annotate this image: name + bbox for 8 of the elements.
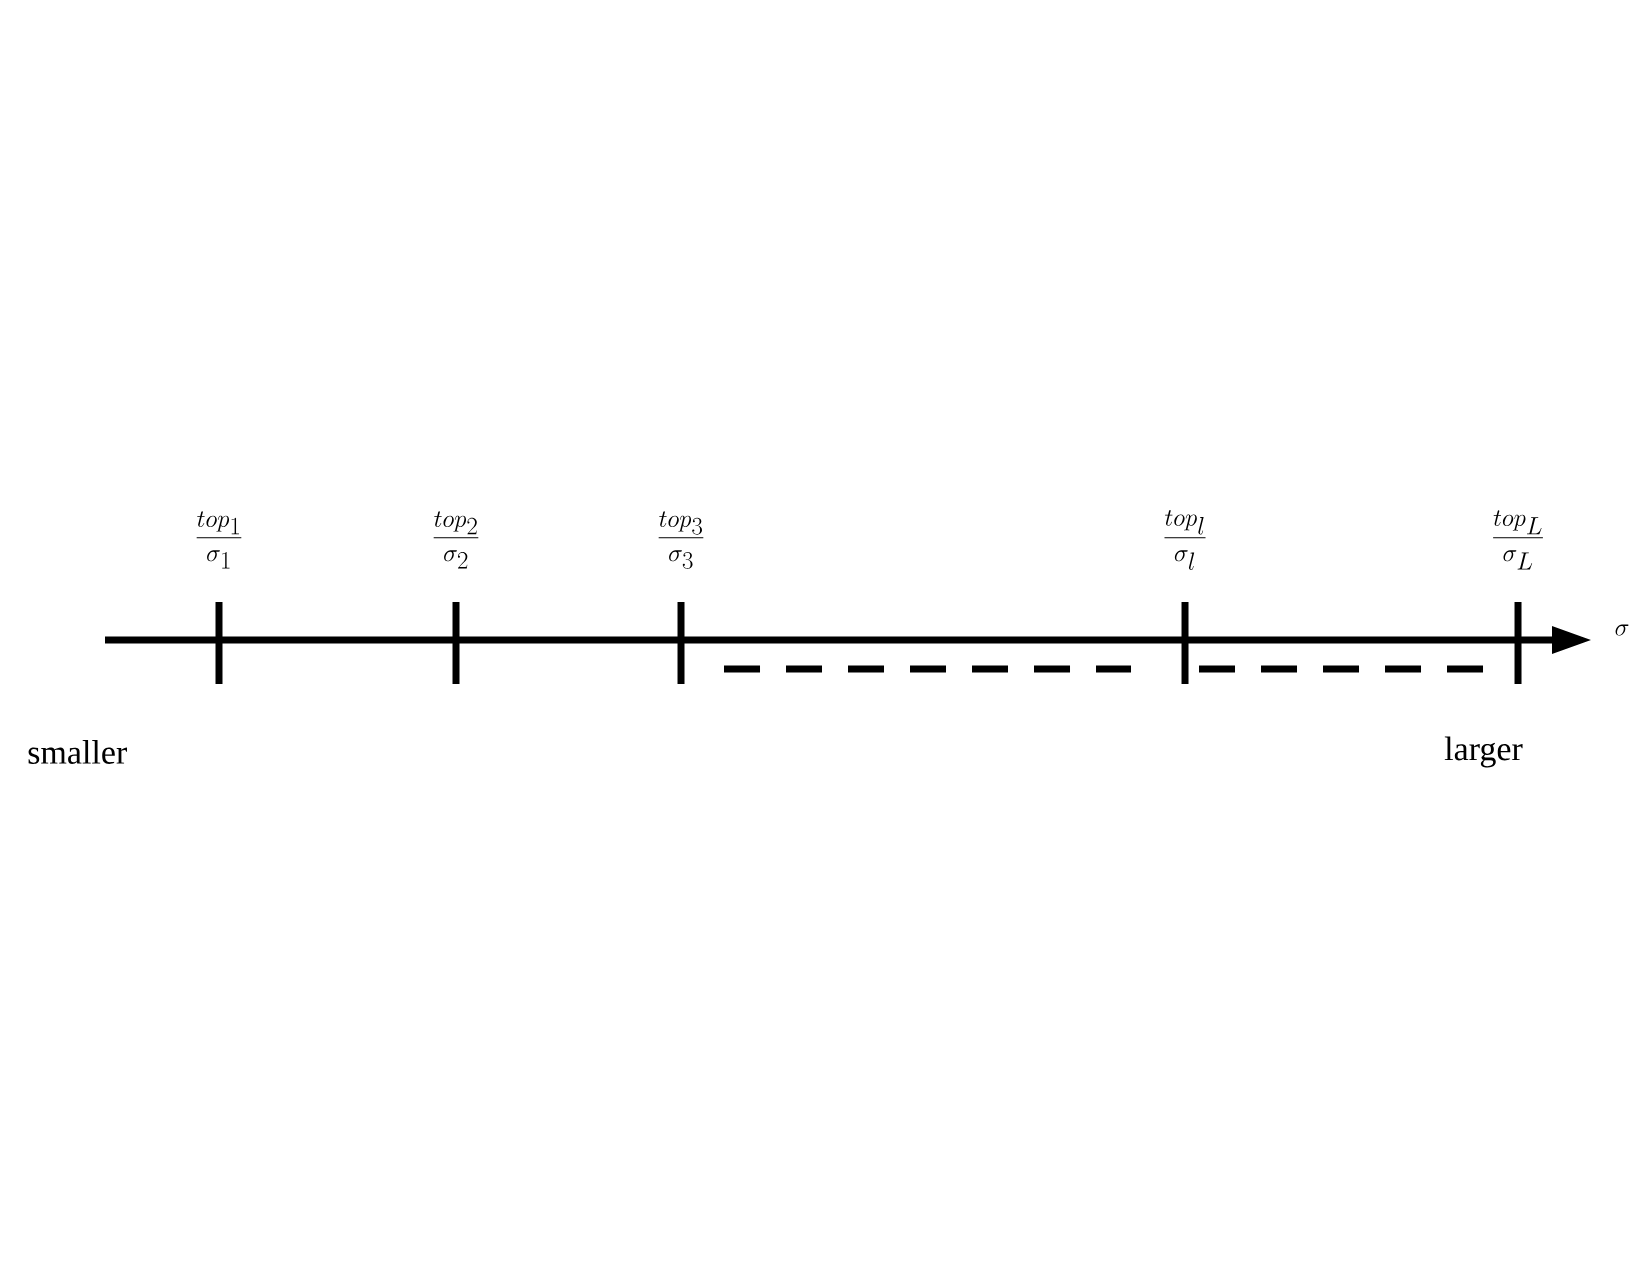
fraction-label: $\dfrac{top_L}{\sigma_L}$: [1493, 510, 1543, 570]
axis-label: $\sigma$: [1615, 624, 1629, 636]
fraction-label: $\dfrac{top_1}{\sigma_1}$: [196, 511, 242, 569]
fraction-label: $\dfrac{top_l}{\sigma_l}$: [1164, 510, 1206, 570]
fraction-label: $\dfrac{top_2}{\sigma_2}$: [433, 511, 479, 569]
end-label: larger: [1444, 736, 1523, 768]
fraction-label: $\dfrac{top_3}{\sigma_3}$: [658, 511, 704, 569]
end-label: smaller: [28, 740, 127, 764]
